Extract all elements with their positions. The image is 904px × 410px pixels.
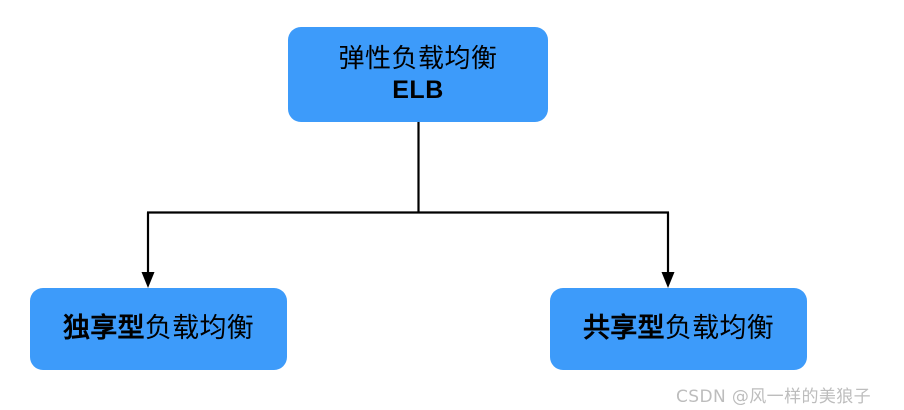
csdn-watermark: CSDN @风一样的美狼子 [676, 387, 872, 407]
arrowhead-left [141, 272, 155, 288]
node-dedicated-load-balancer[interactable]: 独享型负载均衡 [30, 288, 287, 370]
node-dedicated-label: 独享型负载均衡 [63, 313, 254, 345]
node-dedicated-label-bold: 独享型 [62, 313, 145, 344]
node-shared-load-balancer[interactable]: 共享型负载均衡 [550, 288, 807, 370]
node-root-title: 弹性负载均衡 [338, 43, 498, 74]
arrowhead-right [661, 272, 675, 288]
node-shared-label: 共享型负载均衡 [583, 313, 774, 345]
node-elastic-load-balance[interactable]: 弹性负载均衡 ELB [288, 27, 548, 122]
node-shared-label-bold: 共享型 [582, 313, 665, 344]
node-shared-label-normal: 负载均衡 [664, 313, 775, 344]
node-root-acronym: ELB [392, 76, 444, 105]
node-dedicated-label-normal: 负载均衡 [144, 313, 255, 344]
